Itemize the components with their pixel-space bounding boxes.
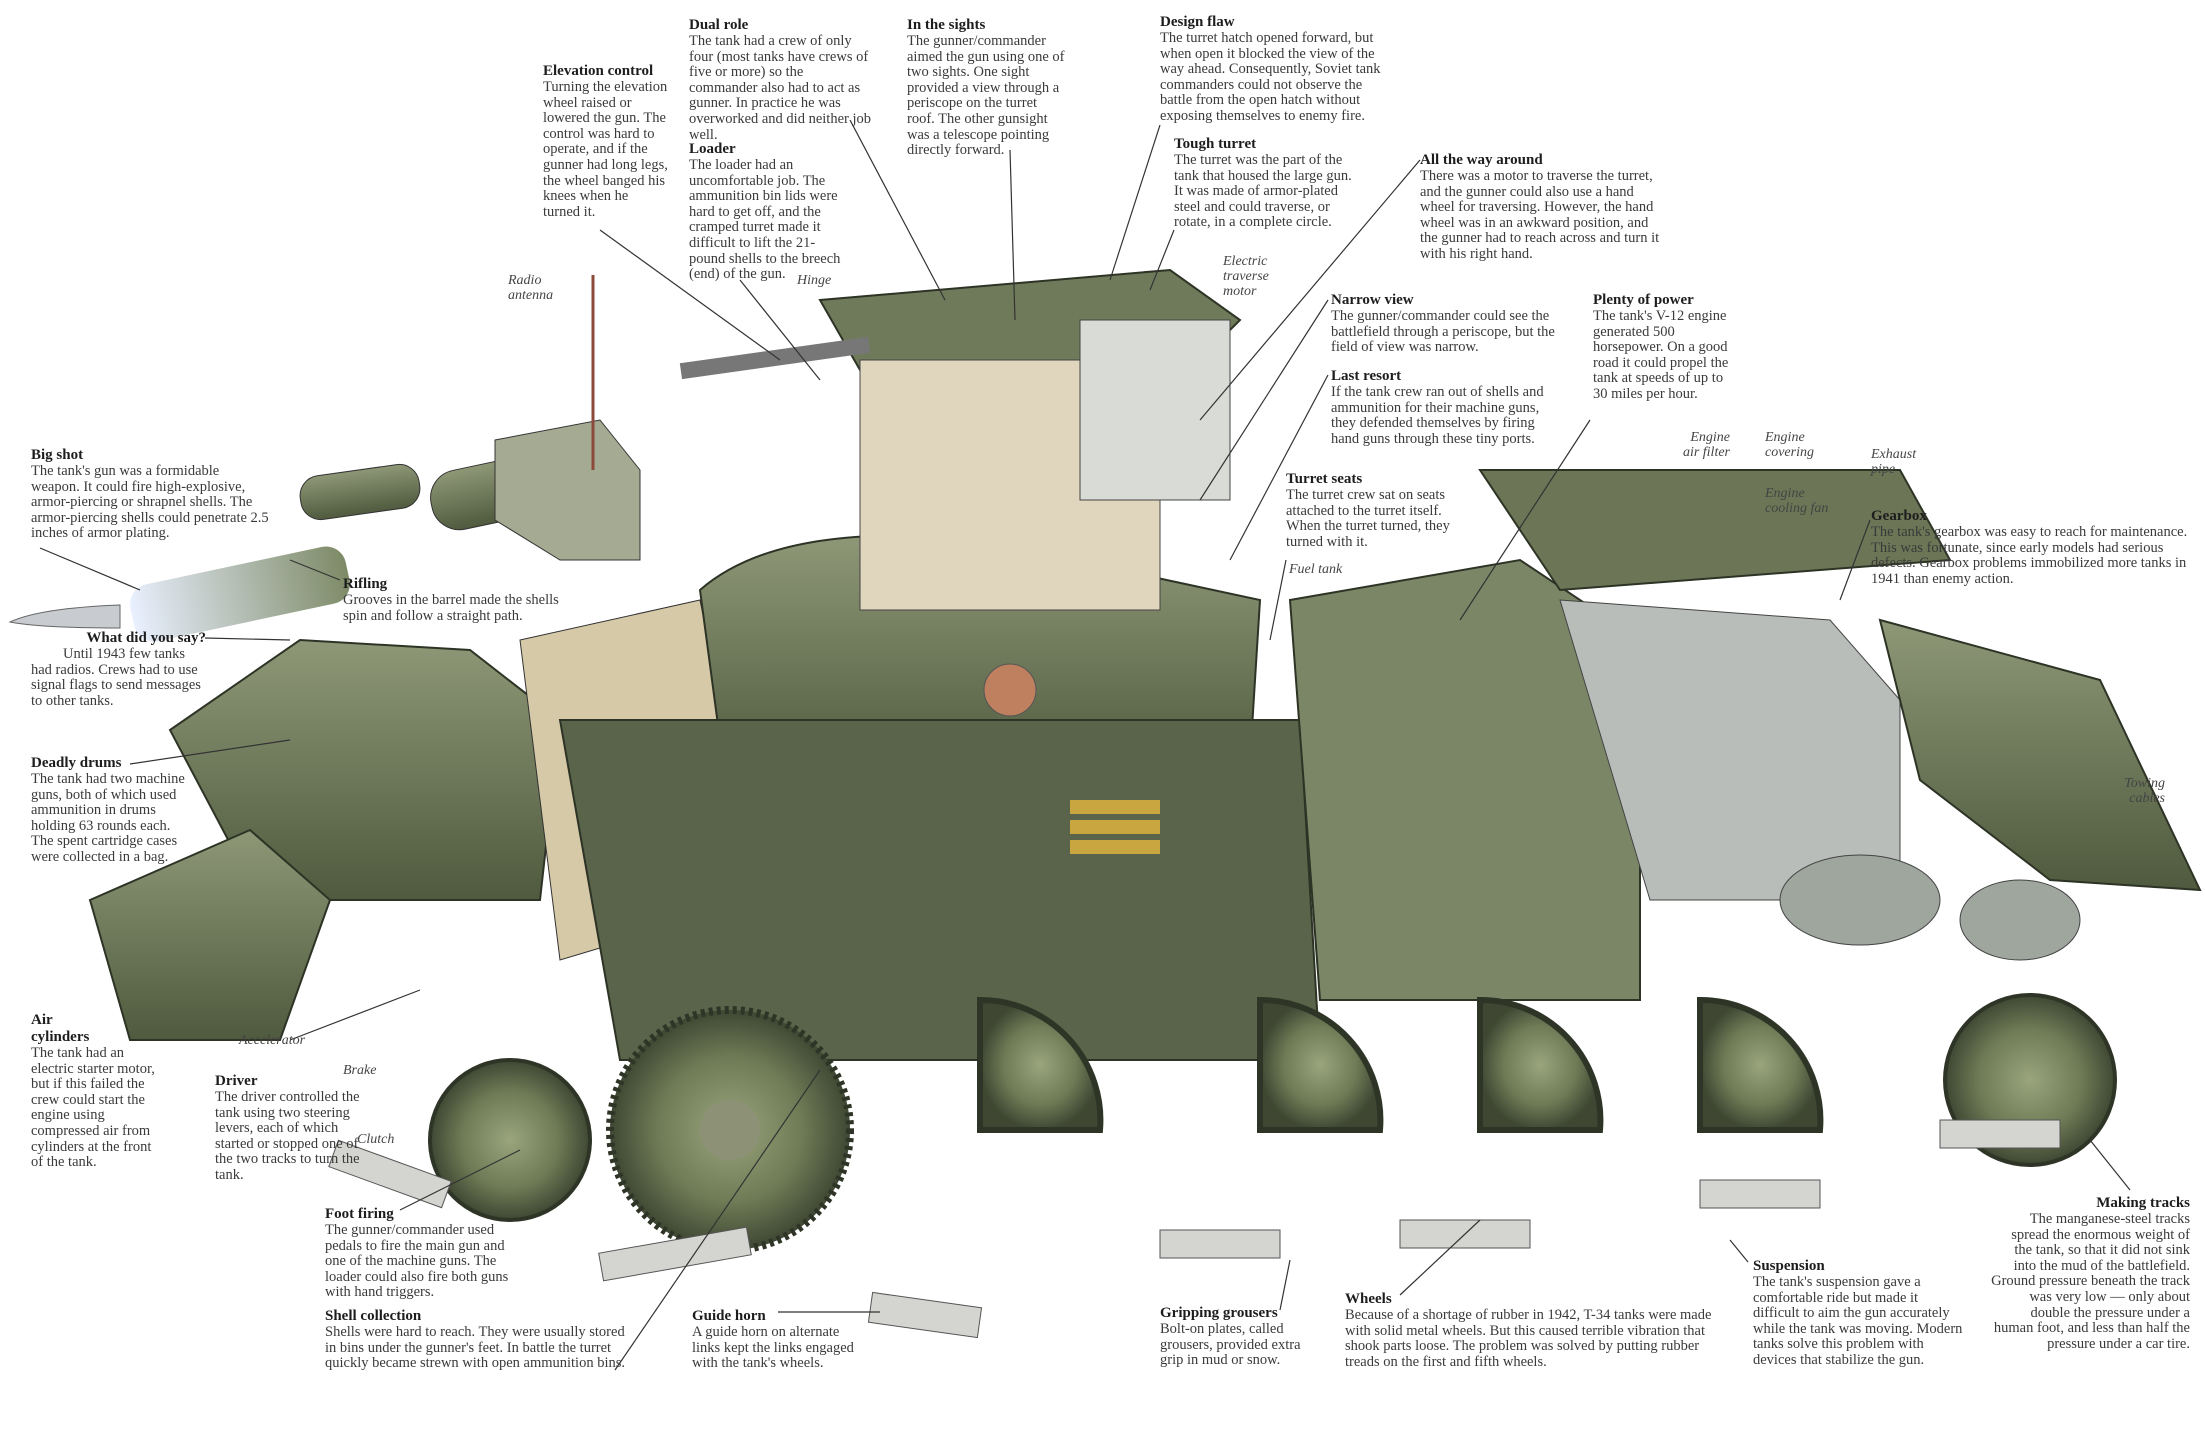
callout-title: Shell collection: [325, 1308, 422, 1324]
label-towing-cables: Towing cables: [2124, 776, 2165, 806]
label-electric-traverse-motor: Electric traverse motor: [1223, 254, 1269, 299]
callout-title: Wheels: [1345, 1291, 1392, 1307]
callout-text: The gunner/commander could see the battl…: [1331, 308, 1555, 356]
callout-text: The tank's suspension gave a comfortable…: [1753, 1274, 1963, 1368]
callout-text: The tank had two machine guns, both of w…: [31, 771, 185, 865]
callout-text: The manganese-steel tracks spread the en…: [1991, 1211, 2190, 1352]
callout-title: Gearbox: [1871, 508, 1927, 524]
callout-title: Narrow view: [1331, 292, 1414, 308]
callout-title: Last resort: [1331, 368, 1402, 384]
callout-title: Elevation control: [543, 63, 654, 79]
leader-lines: [39, 119, 2131, 1371]
label-accelerator: Accelerator: [239, 1033, 306, 1048]
callout-text: The loader had an uncomfortable job. The…: [689, 157, 841, 283]
callout-title: Making tracks: [2096, 1195, 2190, 1211]
callout-text: The turret crew sat on seats attached to…: [1286, 487, 1450, 550]
callout-title: What did you say?: [86, 630, 206, 646]
callout-title: All the way around: [1420, 152, 1543, 168]
callout-title: Gripping grousers: [1160, 1305, 1278, 1321]
hull-body: [558, 469, 2202, 1061]
callout-title: Deadly drums: [31, 755, 122, 771]
callout-title: Foot firing: [325, 1206, 394, 1222]
callout-title: Tough turret: [1174, 136, 1257, 152]
callout-text: The turret was the part of the tank that…: [1174, 152, 1352, 231]
callout-title: Big shot: [31, 447, 84, 463]
callout-text: The tank's gun was a formidable weapon. …: [31, 463, 269, 542]
label-exhaust-pipe: Exhaust pipe: [1871, 447, 1917, 477]
label-engine-covering: Engine covering: [1765, 430, 1814, 460]
callout-text: The turret hatch opened forward, but whe…: [1160, 30, 1381, 124]
callout-text: Turning the elevation wheel raised or lo…: [543, 79, 668, 220]
label-engine-cooling-fan: Engine cooling fan: [1765, 486, 1829, 516]
callout-title: Air cylinders: [31, 1012, 90, 1045]
label-brake: Brake: [343, 1063, 377, 1078]
road-wheels: [428, 993, 2117, 1254]
callout-title: Plenty of power: [1593, 292, 1694, 308]
callout-title: Rifling: [343, 576, 388, 592]
gun-barrel-sections: [8, 419, 641, 642]
callout-text: Bolt-on plates, called grousers, provide…: [1160, 1321, 1301, 1369]
callout-text: The gunner/commander aimed the gun using…: [907, 33, 1065, 159]
label-radio-antenna: Radio antenna: [508, 273, 554, 303]
callout-text: The driver controlled the tank using two…: [215, 1089, 360, 1183]
callout-text: Shells were hard to reach. They were usu…: [325, 1324, 626, 1372]
label-clutch: Clutch: [357, 1132, 395, 1147]
callout-text: There was a motor to traverse the turret…: [1420, 168, 1660, 262]
callout-text: The gunner/commander used pedals to fire…: [325, 1222, 509, 1301]
callout-title: Suspension: [1753, 1258, 1825, 1274]
callout-text: The tank had a crew of only four (most t…: [689, 33, 872, 143]
label-fuel-tank: Fuel tank: [1289, 562, 1343, 577]
callout-text: Until 1943 few tanks had radios. Crews h…: [31, 646, 201, 709]
callout-title: Dual role: [689, 17, 749, 33]
callout-text: The tank's V-12 engine generated 500 hor…: [1593, 308, 1729, 402]
label-engine-air-filter: Engine air filter: [1682, 430, 1730, 460]
callout-text: The tank's gearbox was easy to reach for…: [1871, 524, 2188, 587]
label-hinge: Hinge: [797, 273, 832, 288]
callout-text: A guide horn on alternate links kept the…: [692, 1324, 854, 1372]
callout-text: Grooves in the barrel made the shells sp…: [343, 592, 559, 624]
callout-text: If the tank crew ran out of shells and a…: [1331, 384, 1544, 447]
callout-what-did-you-say: What did you say?Until 1943 few tanks ha…: [31, 630, 206, 709]
track-links: [328, 1119, 2061, 1339]
callout-title: Guide horn: [692, 1308, 766, 1324]
callout-title: Loader: [689, 141, 736, 157]
callout-title: In the sights: [907, 17, 986, 33]
callout-title: Turret seats: [1286, 471, 1363, 487]
turret: [679, 268, 1262, 782]
callout-text: Because of a shortage of rubber in 1942,…: [1345, 1307, 1712, 1370]
callout-title: Design flaw: [1160, 14, 1235, 30]
callout-title: Driver: [215, 1073, 258, 1089]
callout-text: The tank had an electric starter motor, …: [31, 1045, 155, 1171]
